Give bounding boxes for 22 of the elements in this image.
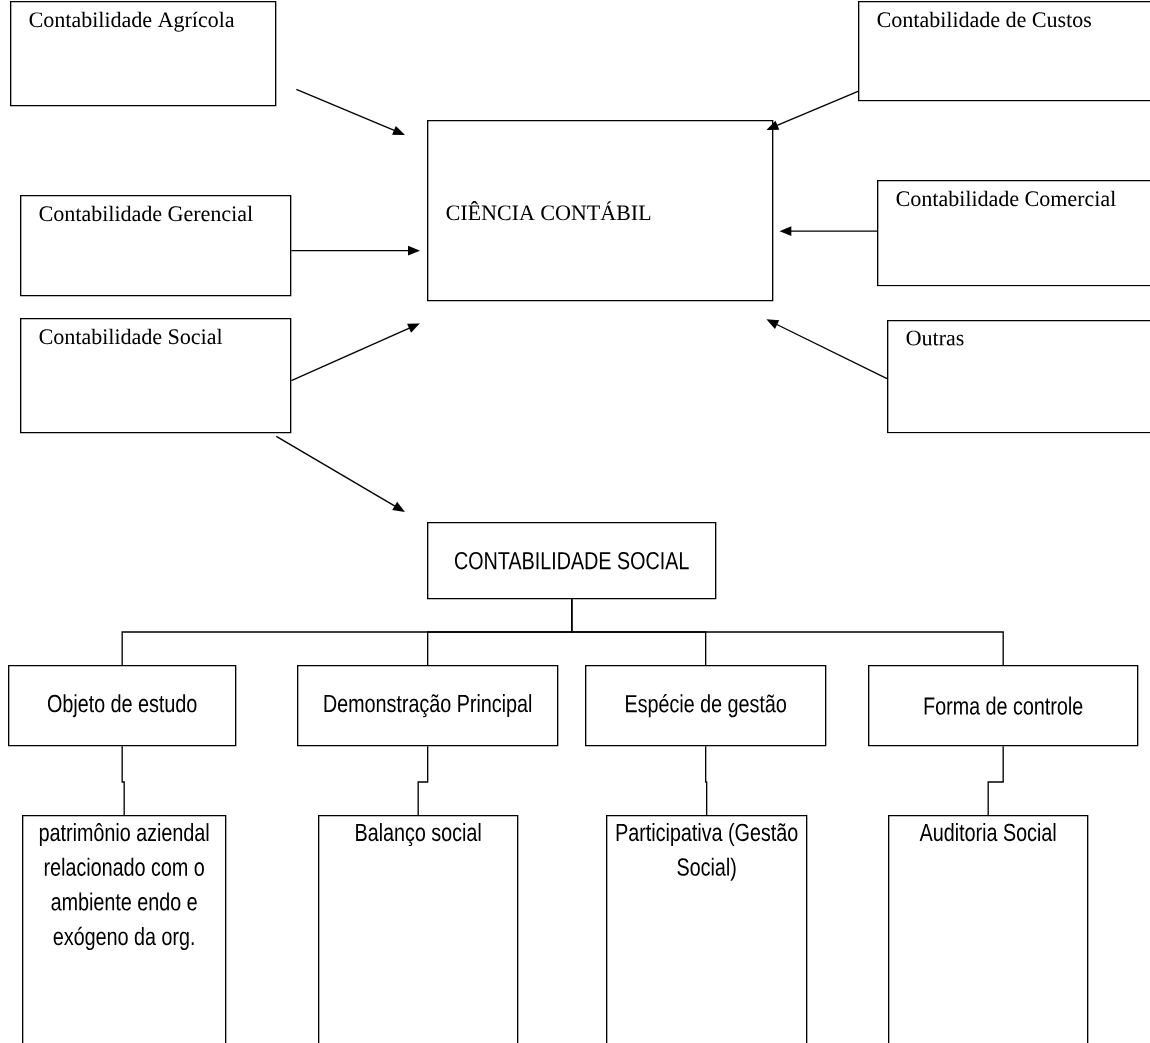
connector-line — [571, 598, 1004, 666]
topic-box: Outras — [887, 320, 1150, 434]
detail-box: Balanço social — [318, 815, 519, 1043]
topic-box: Contabilidade Agrícola — [10, 1, 277, 107]
arrow — [275, 435, 405, 512]
detail-box: patrimônio aziendal relacionado com o ambiente endo e exógeno da org. — [22, 815, 227, 1043]
connector-line — [987, 745, 1004, 816]
connector-line — [705, 745, 708, 816]
connector-line — [417, 745, 429, 816]
topic-box: Contabilidade de Custos — [858, 1, 1150, 102]
category-box: Demonstração Principal — [297, 665, 559, 747]
topic-box: Contabilidade Social — [20, 318, 292, 434]
title-box: CONTABILIDADE SOCIAL — [427, 522, 717, 600]
category-box: Forma de controle — [868, 665, 1139, 747]
category-box: Objeto de estudo — [8, 665, 237, 747]
topic-box: Contabilidade Comercial — [877, 180, 1150, 287]
connector-line — [121, 745, 125, 816]
central-box: CIÊNCIA CONTÁBIL — [427, 120, 774, 302]
category-box: Espécie de gestão — [585, 665, 827, 747]
topic-box: Contabilidade Gerencial — [20, 195, 292, 297]
detail-box: Participativa (Gestão Social) — [606, 815, 808, 1043]
detail-box: Auditoria Social — [888, 815, 1089, 1043]
